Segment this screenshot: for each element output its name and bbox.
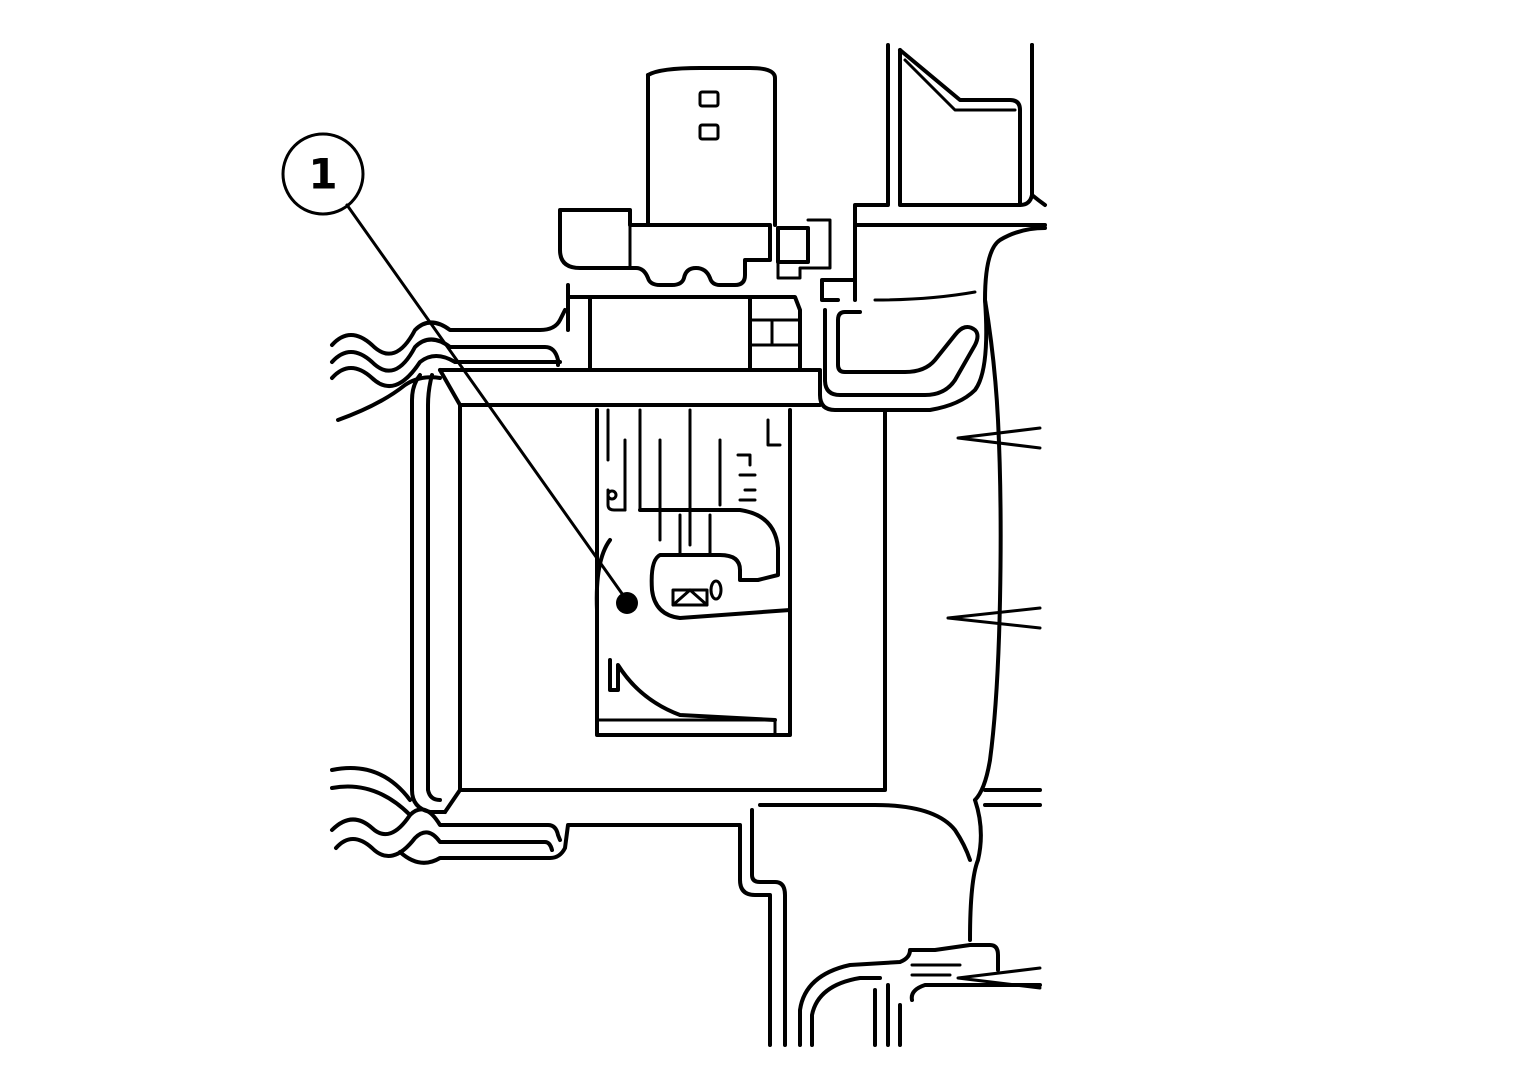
connector-housing xyxy=(558,66,832,372)
mounting-bracket-lower xyxy=(758,788,1042,1047)
leader-line xyxy=(345,203,625,597)
hose-lower xyxy=(330,766,787,1047)
callout-number: 1 xyxy=(308,150,337,199)
mounting-bracket-upper xyxy=(820,43,1047,397)
duct-body xyxy=(410,226,1047,990)
callout-1: 1 xyxy=(281,132,638,614)
hose-upper xyxy=(330,308,567,422)
sensor-element xyxy=(594,408,792,737)
callout-circle xyxy=(281,132,365,216)
callout-dot xyxy=(616,592,638,614)
